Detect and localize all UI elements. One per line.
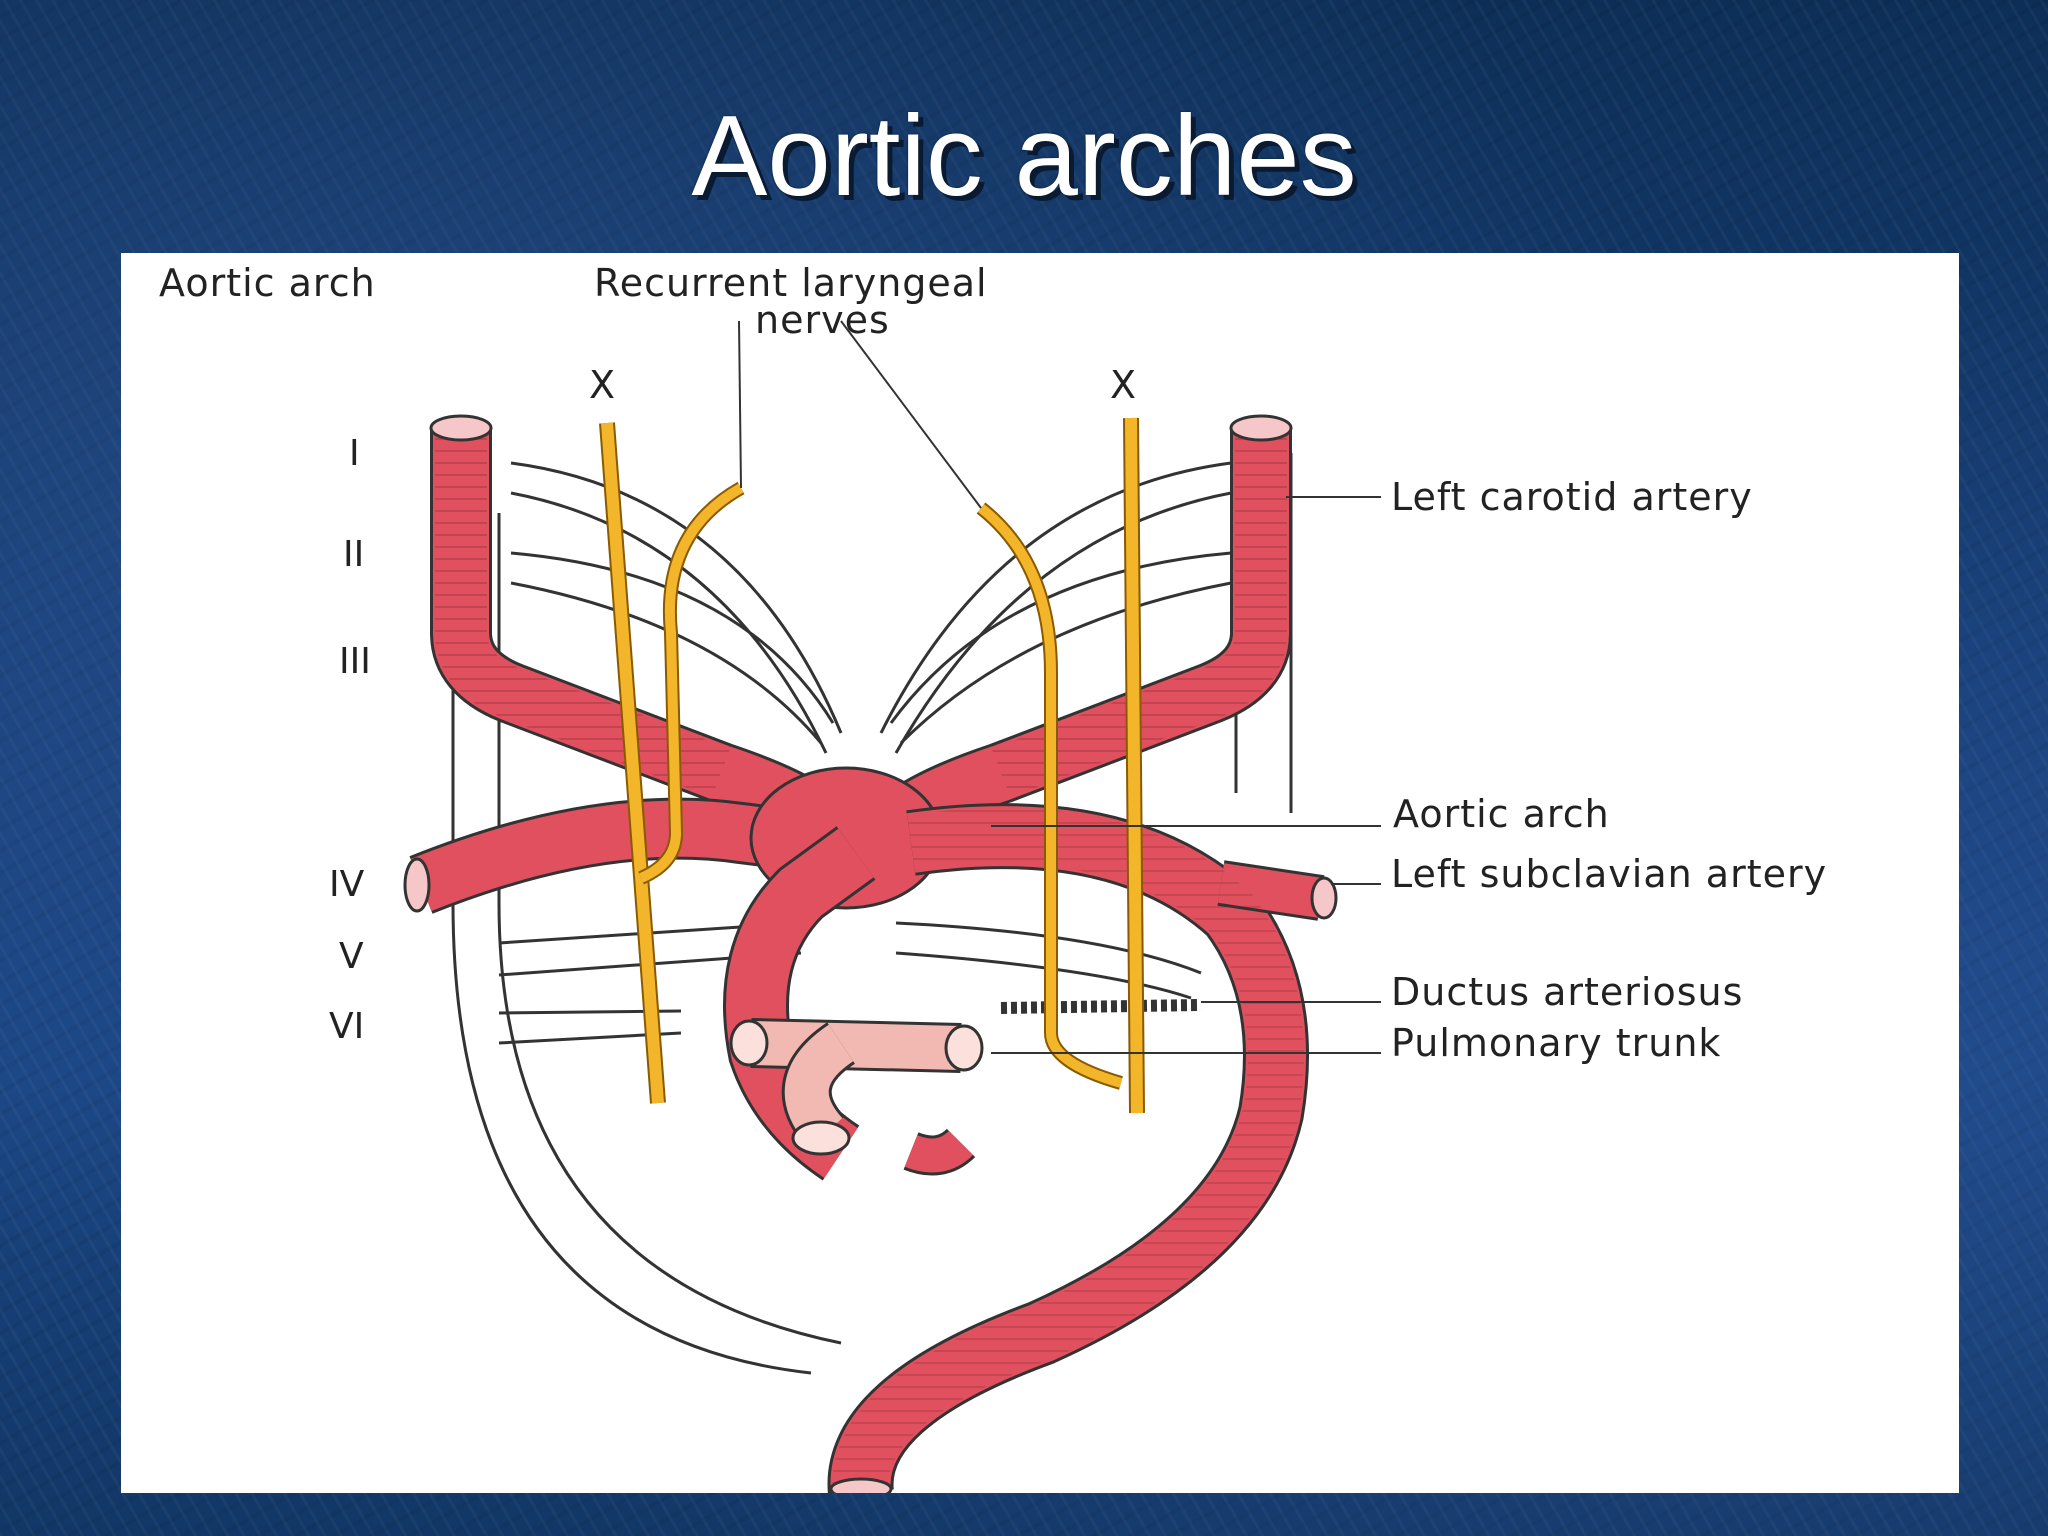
nerves xyxy=(599,417,1145,1114)
arteries xyxy=(403,414,1338,1493)
ductus-arteriosus-vessel xyxy=(1000,999,1202,1014)
recurrent-laryngeal-label-line1: Recurrent laryngeal xyxy=(594,261,988,305)
left-carotid-artery-label: Left carotid artery xyxy=(1391,475,1753,519)
arch-numeral-2: II xyxy=(343,534,364,575)
vagus-right-label: X xyxy=(1110,363,1137,407)
ductus-arteriosus-label: Ductus arteriosus xyxy=(1391,970,1743,1014)
pulmonary-trunk-label: Pulmonary trunk xyxy=(1391,1021,1721,1065)
arch-numeral-1: I xyxy=(349,433,360,474)
arch-numeral-5: V xyxy=(339,936,364,977)
left-subclavian-artery-label: Left subclavian artery xyxy=(1391,852,1827,896)
pulmonary-trunk-vessels xyxy=(729,999,1202,1176)
leader-lines xyxy=(738,320,1381,1054)
arch-numeral-6: VI xyxy=(329,1006,364,1047)
aortic-arch-heading-label: Aortic arch xyxy=(159,261,376,305)
diagram-panel: Aortic arch Recurrent laryngeal nerves X… xyxy=(121,253,1959,1493)
arch-numeral-4: IV xyxy=(329,864,365,905)
recurrent-laryngeal-label-line2: nerves xyxy=(755,298,890,342)
aortic-arches-diagram: Aortic arch Recurrent laryngeal nerves X… xyxy=(159,261,1827,1493)
aortic-arch-label: Aortic arch xyxy=(1393,792,1610,836)
vagus-left-label: X xyxy=(589,363,616,407)
slide-title: Aortic arches xyxy=(691,93,1357,220)
arch-numeral-3: III xyxy=(339,641,371,682)
